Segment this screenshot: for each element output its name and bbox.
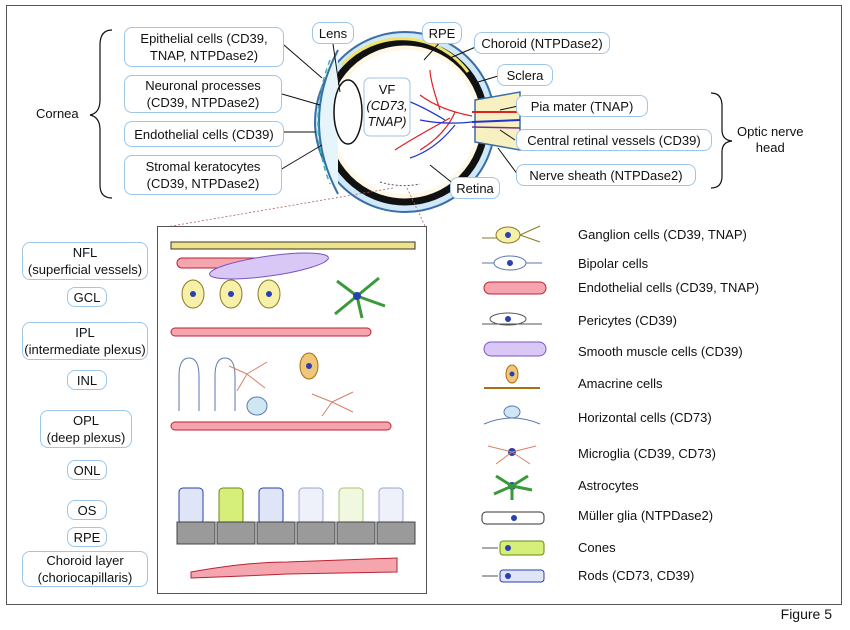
legend-label-smooth-muscle: Smooth muscle cells (CD39) (578, 344, 743, 359)
horizontal-cell-icon (483, 405, 541, 425)
retina-section (157, 226, 427, 594)
choroid-label: Choroid (NTPDase2) (474, 32, 610, 54)
legend-label-amacrine: Amacrine cells (578, 376, 663, 391)
layer-choroid: Choroid layer(choriocapillaris) (22, 551, 148, 587)
optic-item-sheath: Nerve sheath (NTPDase2) (516, 164, 696, 186)
optic-nerve-bracket (710, 92, 733, 189)
microglia (228, 361, 354, 417)
astrocyte-icon (493, 474, 533, 500)
pointer-lines (279, 39, 519, 186)
cornea-item-epithelial: Epithelial cells (CD39,TNAP, NTPDase2) (124, 27, 284, 67)
cornea-item-endothelial: Endothelial cells (CD39) (124, 121, 284, 147)
rpe-label: RPE (422, 22, 462, 44)
lens-shape (333, 79, 363, 145)
optic-item-pia: Pia mater (TNAP) (516, 95, 648, 117)
legend-label-astrocyte: Astrocytes (578, 478, 639, 493)
nfl-band (170, 241, 416, 250)
cornea-label: Cornea (36, 106, 79, 121)
layer-gcl: GCL (67, 287, 107, 307)
cornea-bracket (89, 29, 113, 199)
legend-label-muller: Müller glia (NTPDase2) (578, 508, 714, 523)
cone-icon (482, 540, 545, 556)
intermediate-vessel (170, 327, 372, 337)
rpe-cells (176, 521, 416, 545)
optic-item-vessels: Central retinal vessels (CD39) (516, 129, 712, 151)
legend-label-rod: Rods (CD73, CD39) (578, 568, 695, 583)
layer-onl: ONL (67, 460, 107, 480)
layer-inl: INL (67, 370, 107, 390)
legend-label-horizontal: Horizontal cells (CD73) (578, 410, 712, 425)
sclera-label: Sclera (497, 64, 553, 86)
layer-opl: OPL(deep plexus) (40, 410, 132, 448)
amacrine-cell-icon (484, 364, 540, 389)
legend-label-pericyte: Pericytes (CD39) (578, 313, 677, 328)
figure-frame (6, 5, 842, 605)
vf-label: VF(CD73,TNAP) (366, 82, 408, 129)
legend-label-endothelial: Endothelial cells (CD39, TNAP) (578, 280, 760, 295)
pericyte-icon (482, 312, 542, 326)
legend-label-microglia: Microglia (CD39, CD73) (578, 446, 716, 461)
smooth-muscle-wrap (209, 252, 329, 280)
legend-icons (481, 225, 547, 583)
layer-rpe: RPE (67, 527, 107, 547)
cornea-shape (318, 49, 339, 195)
layer-os: OS (67, 500, 107, 520)
legend-label-cone: Cones (578, 540, 616, 555)
rod-icon (482, 569, 545, 583)
microglia-icon (487, 445, 537, 465)
deep-vessel (170, 421, 392, 431)
legend-label-ganglion: Ganglion cells (CD39, TNAP) (578, 227, 747, 242)
muller-glia-icon (481, 511, 545, 525)
ganglion-cell-icon (482, 225, 541, 244)
photoreceptors (178, 487, 404, 525)
choriocapillaris (190, 557, 398, 579)
smooth-muscle-cell-icon (483, 341, 547, 357)
bipolar-cell-icon (482, 255, 542, 271)
legend-label-bipolar: Bipolar cells (578, 256, 649, 271)
figure-label: Figure 5 (780, 606, 832, 622)
inl-cells (178, 357, 236, 411)
endothelial-cell-icon (483, 281, 547, 295)
astrocyte (334, 276, 386, 319)
retina-label: Retina (450, 177, 500, 199)
layer-nfl: NFL(superficial vessels) (22, 242, 148, 280)
lens-label: Lens (312, 22, 354, 44)
cornea-item-neuronal: Neuronal processes(CD39, NTPDase2) (124, 75, 282, 113)
cornea-item-stromal: Stromal keratocytes(CD39, NTPDase2) (124, 155, 282, 195)
layer-ipl: IPL(intermediate plexus) (22, 322, 148, 360)
horizontal-cell (246, 396, 268, 416)
